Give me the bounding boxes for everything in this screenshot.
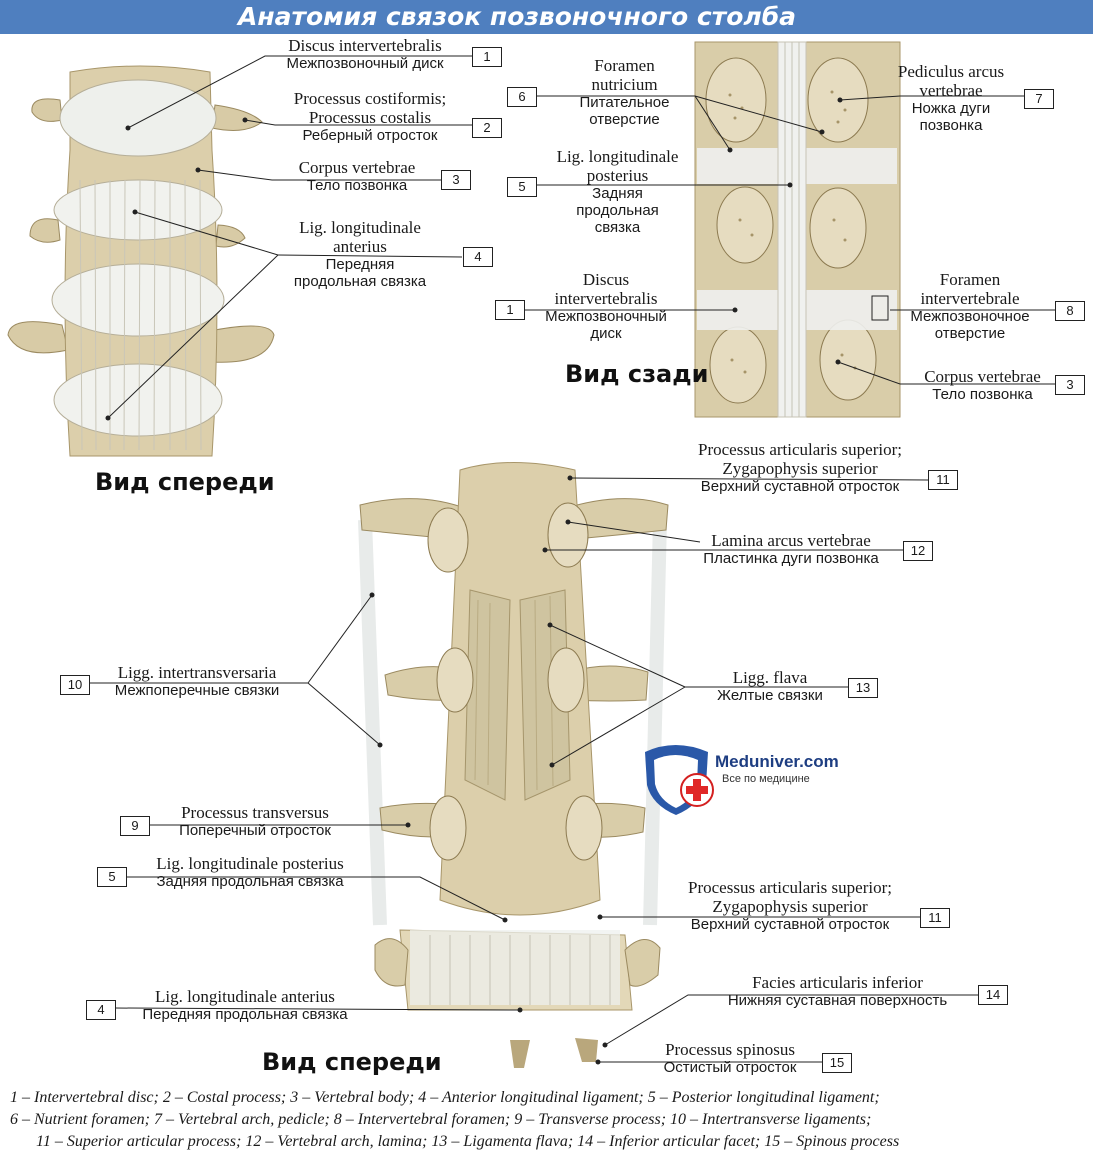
number-box-3-left: 3 (441, 170, 471, 190)
number-box-11-bottom: 11 (920, 908, 950, 928)
label-processus-articularis-superior-top: Processus articularis superior; Zygapoph… (698, 440, 902, 495)
label-lig-longitudinale-anterius-top: Lig. longitudinale anterius Передняя про… (293, 218, 427, 290)
label-processus-transversus: Processus transversus Поперечный отросто… (179, 803, 331, 839)
number-box-7: 7 (1024, 89, 1054, 109)
number-box-8: 8 (1055, 301, 1085, 321)
number-box-4-bottom: 4 (86, 1000, 116, 1020)
label-foramen-intervertebrale: Foramen intervertebrale Межпозвоночное о… (910, 270, 1030, 342)
label-ligg-intertransversaria: Ligg. intertransversaria Межпоперечные с… (114, 663, 280, 699)
meduniver-logo-icon (645, 745, 714, 815)
leader-dots (105, 97, 843, 1065)
leader-lines (90, 55, 1055, 1063)
number-box-11-top: 11 (928, 470, 958, 490)
number-box-5-top: 5 (507, 177, 537, 197)
label-discus-intervertebralis-top: Discus intervertebralis Межпозвоночный д… (286, 36, 444, 72)
label-discus-intervertebralis-mid: Discus intervertebralis Межпозвоночный д… (545, 270, 667, 342)
label-lig-longitudinale-posterius-top: Lig. longitudinale posterius Задняя прод… (556, 147, 679, 236)
number-box-4-top: 4 (463, 247, 493, 267)
front-view-spine-top (7, 65, 275, 457)
logo-title[interactable]: Meduniver.com (715, 752, 839, 771)
number-box-10: 10 (60, 675, 90, 695)
logo-tagline: Все по медицине (722, 773, 810, 785)
page-title: Анатомия связок позвоночного столба (238, 2, 797, 31)
label-ligg-flava: Ligg. flava Желтые связки (717, 668, 823, 704)
view-label-back: Вид сзади (565, 360, 709, 388)
number-box-1-top: 1 (472, 47, 502, 67)
label-processus-articularis-superior-bottom: Processus articularis superior; Zygapoph… (688, 878, 892, 933)
number-box-12: 12 (903, 541, 933, 561)
number-box-6: 6 (507, 87, 537, 107)
view-label-front-bottom: Вид спереди (262, 1048, 442, 1076)
label-lig-longitudinale-anterius-bottom: Lig. longitudinale anterius Передняя про… (142, 987, 348, 1023)
label-processus-spinosus: Processus spinosus Остистый отросток (663, 1040, 797, 1076)
number-box-13: 13 (848, 678, 878, 698)
number-box-5-bottom: 5 (97, 867, 127, 887)
title-bar: Анатомия связок позвоночного столба (0, 0, 1093, 34)
label-facies-articularis-inferior: Facies articularis inferior Нижняя суста… (727, 973, 948, 1009)
label-corpus-vertebrae-left: Corpus vertebrae Тело позвонка (298, 158, 416, 194)
back-view-spine (694, 41, 901, 418)
number-box-1-mid: 1 (495, 300, 525, 320)
number-box-3-right: 3 (1055, 375, 1085, 395)
number-box-15: 15 (822, 1053, 852, 1073)
label-processus-costalis: Processus costiformis; Processus costali… (293, 89, 447, 144)
label-foramen-nutricium: Foramen nutricium Питательное отверстие (579, 56, 670, 128)
legend-line-1: 1 – Intervertebral disc; 2 – Costal proc… (10, 1089, 880, 1106)
view-label-front-top: Вид спереди (95, 468, 275, 496)
number-box-14: 14 (978, 985, 1008, 1005)
number-box-2: 2 (472, 118, 502, 138)
label-corpus-vertebrae-right: Corpus vertebrae Тело позвонка (924, 367, 1041, 403)
number-box-9: 9 (120, 816, 150, 836)
legend-line-3: 11 – Superior articular process; 12 – Ve… (36, 1133, 900, 1150)
front-view-spine-bottom (358, 462, 669, 1068)
legend-line-2: 6 – Nutrient foramen; 7 – Vertebral arch… (10, 1111, 872, 1128)
label-lig-longitudinale-posterius-bottom: Lig. longitudinale posterius Задняя прод… (156, 854, 344, 890)
label-pediculus-arcus: Pediculus arcus vertebrae Ножка дуги поз… (897, 62, 1005, 134)
label-lamina-arcus-vertebrae: Lamina arcus vertebrae Пластинка дуги по… (703, 531, 879, 567)
